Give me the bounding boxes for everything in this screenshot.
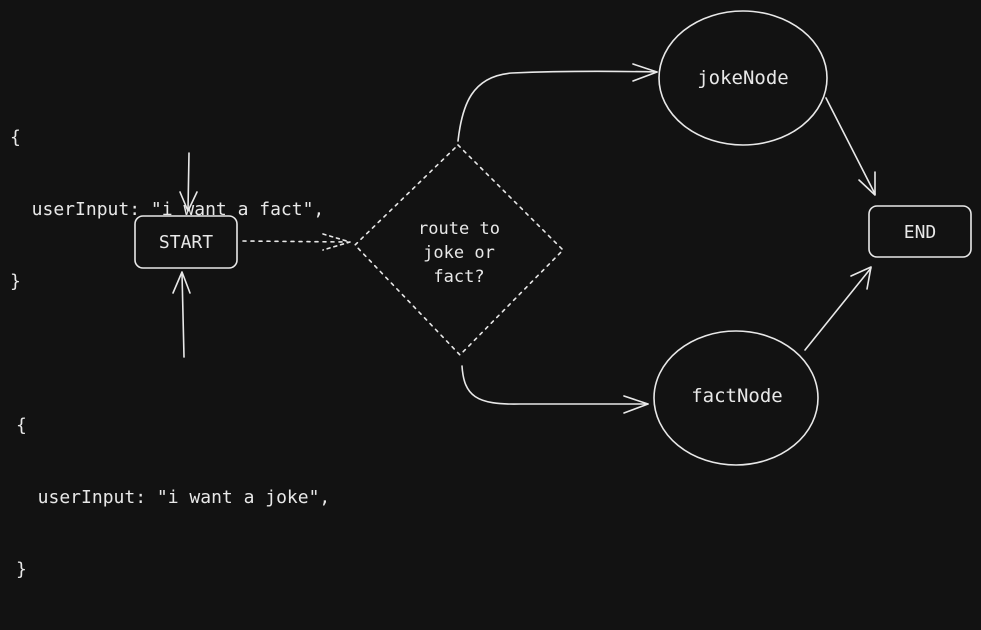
router-label-line-1: route to	[418, 219, 500, 239]
arrow-start-to-router	[242, 240, 349, 243]
arrow-fact-to-end	[804, 267, 872, 351]
input-joke-open-brace: {	[16, 415, 27, 436]
diagram-canvas: { userInput: "i want a fact", } { userIn…	[10, 10, 972, 580]
router-label-line-3: fact?	[433, 267, 484, 287]
input-fact-line: userInput: "i want a fact",	[10, 199, 325, 220]
fact-node-label: factNode	[691, 385, 783, 407]
router-label-line-2: joke or	[423, 243, 495, 263]
joke-node-label: jokeNode	[697, 67, 789, 89]
start-node-box	[134, 215, 238, 269]
flow-diagram: START route to joke or fact? jokeNode fa…	[134, 10, 972, 466]
arrow-router-to-fact	[461, 365, 649, 405]
start-node-label: START	[159, 232, 213, 253]
input-fact-json: { userInput: "i want a fact", }	[10, 78, 324, 342]
input-joke-close-brace: }	[16, 559, 27, 580]
router-decision-diamond	[354, 144, 564, 356]
arrow-joke-to-end	[825, 97, 876, 195]
arrow-router-to-fact-head	[623, 395, 649, 414]
arrow-fact-to-end-head	[850, 266, 872, 290]
input-fact-open-brace: {	[10, 127, 21, 148]
fact-node-ellipse	[653, 330, 819, 466]
arrow-start-to-router-head	[322, 233, 351, 251]
arrow-top-input-to-start	[187, 152, 190, 211]
input-fact-close-brace: }	[10, 271, 21, 292]
joke-node-ellipse	[658, 10, 828, 146]
arrow-bottom-input-to-start-head	[172, 271, 191, 294]
arrow-router-to-joke	[457, 70, 658, 142]
input-joke-line: userInput: "i want a joke",	[16, 487, 331, 508]
arrow-top-input-to-start-head	[179, 191, 198, 212]
arrow-bottom-input-to-start	[181, 272, 185, 358]
end-node-label: END	[904, 222, 937, 243]
end-node-box	[868, 205, 972, 258]
arrow-joke-to-end-head	[858, 171, 876, 196]
arrow-router-to-joke-head	[632, 63, 658, 82]
